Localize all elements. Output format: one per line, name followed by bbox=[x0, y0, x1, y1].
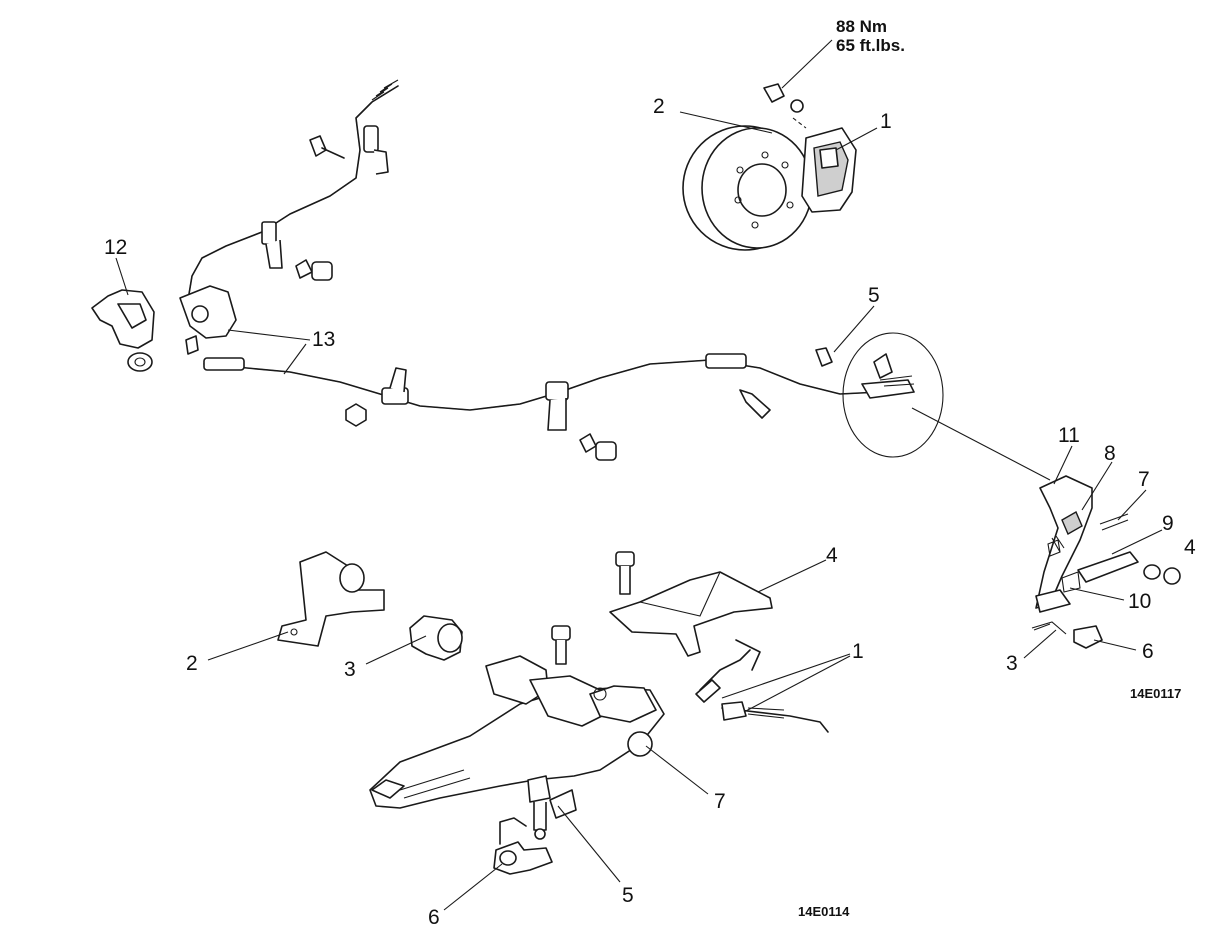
leader-4l bbox=[757, 559, 827, 593]
torque-spec-nm: 88 Nm bbox=[836, 17, 887, 36]
leader-13b bbox=[283, 343, 307, 375]
label-shoe-lever: 8 bbox=[1104, 442, 1116, 465]
label-rotor: 2 bbox=[653, 95, 665, 118]
leader-caliper-1 bbox=[835, 127, 878, 151]
leader-9 bbox=[1111, 529, 1163, 555]
label-cable-ends: 1 bbox=[852, 640, 864, 663]
lower-cable-bolt bbox=[579, 433, 617, 461]
lever-mount-bolt-upper bbox=[615, 551, 635, 595]
label-cable-bracket: 12 bbox=[104, 236, 127, 259]
label-bushing: 3 bbox=[344, 658, 356, 681]
lever-bushing-3 bbox=[409, 615, 463, 661]
rear-cable-upper bbox=[187, 79, 399, 301]
cable-bracket-12 bbox=[91, 289, 155, 372]
label-lever-mount: 2 bbox=[186, 652, 198, 675]
lever-cable-ends-1 bbox=[695, 639, 829, 733]
label-lever-bracket: 4 bbox=[826, 544, 838, 567]
lever-switch-bracket-6 bbox=[493, 817, 553, 875]
label-lever-pin: 7 bbox=[714, 790, 726, 813]
leader-7r bbox=[1117, 489, 1147, 521]
lever-mount-bolt-middle bbox=[551, 625, 571, 665]
leader-10 bbox=[1069, 587, 1125, 601]
leader-3l bbox=[365, 635, 427, 665]
leader-7l bbox=[645, 745, 709, 795]
torque-leader bbox=[781, 39, 833, 89]
backing-plate-outline bbox=[842, 332, 944, 458]
label-cable-clip: 5 bbox=[868, 284, 880, 307]
brake-rotor-assembly bbox=[682, 125, 813, 251]
lever-mounting-bracket-4 bbox=[609, 571, 773, 657]
leader-5 bbox=[833, 305, 875, 353]
label-rear-cable: 13 bbox=[312, 328, 335, 351]
torque-spec-ftlbs: 65 ft.lbs. bbox=[836, 36, 905, 55]
leader-3r bbox=[1023, 629, 1057, 659]
leader-12 bbox=[115, 257, 129, 296]
lever-bracket-2 bbox=[277, 551, 385, 647]
leader-rotor-2 bbox=[679, 111, 773, 134]
leader-6l bbox=[443, 863, 503, 911]
backing-plate-leader bbox=[911, 407, 1051, 481]
label-adjuster: 7 bbox=[1138, 468, 1150, 491]
figure-code-upper: 14E0117 bbox=[1130, 686, 1181, 701]
label-return-spring: 3 bbox=[1006, 652, 1018, 675]
leader-1lb bbox=[743, 655, 851, 713]
leader-5l bbox=[557, 805, 621, 883]
cable-bracket-bolt-middle bbox=[295, 259, 333, 281]
figure-code-lower: 14E0114 bbox=[798, 904, 850, 919]
label-spring: 10 bbox=[1128, 590, 1151, 613]
parking-brake-lever bbox=[369, 655, 665, 809]
leader-11 bbox=[1053, 445, 1073, 485]
leader-8 bbox=[1081, 461, 1113, 511]
leader-2l bbox=[207, 631, 289, 661]
brake-caliper bbox=[801, 127, 857, 213]
label-caliper: 1 bbox=[880, 110, 892, 133]
parking-brake-shoe-assembly bbox=[1031, 475, 1181, 649]
label-shoe-hold: 6 bbox=[1142, 640, 1154, 663]
label-switch-bracket: 6 bbox=[428, 906, 440, 926]
cable-bracket-bolt-upper bbox=[309, 135, 345, 159]
leader-13a bbox=[227, 329, 311, 341]
label-retainer: 4 bbox=[1184, 536, 1196, 559]
lever-switch-5 bbox=[527, 775, 577, 840]
lower-cable-nut bbox=[345, 403, 367, 427]
leader-6r bbox=[1093, 639, 1137, 651]
label-switch: 5 bbox=[622, 884, 634, 907]
rear-cable-lower bbox=[203, 353, 915, 431]
caliper-bolt bbox=[763, 83, 807, 129]
label-strut: 9 bbox=[1162, 512, 1174, 535]
equalizer-bracket bbox=[179, 285, 237, 355]
label-shoe: 11 bbox=[1058, 424, 1080, 447]
lower-cable-stud bbox=[739, 389, 771, 419]
leader-1la bbox=[721, 653, 851, 699]
cable-clip-5 bbox=[815, 347, 893, 379]
